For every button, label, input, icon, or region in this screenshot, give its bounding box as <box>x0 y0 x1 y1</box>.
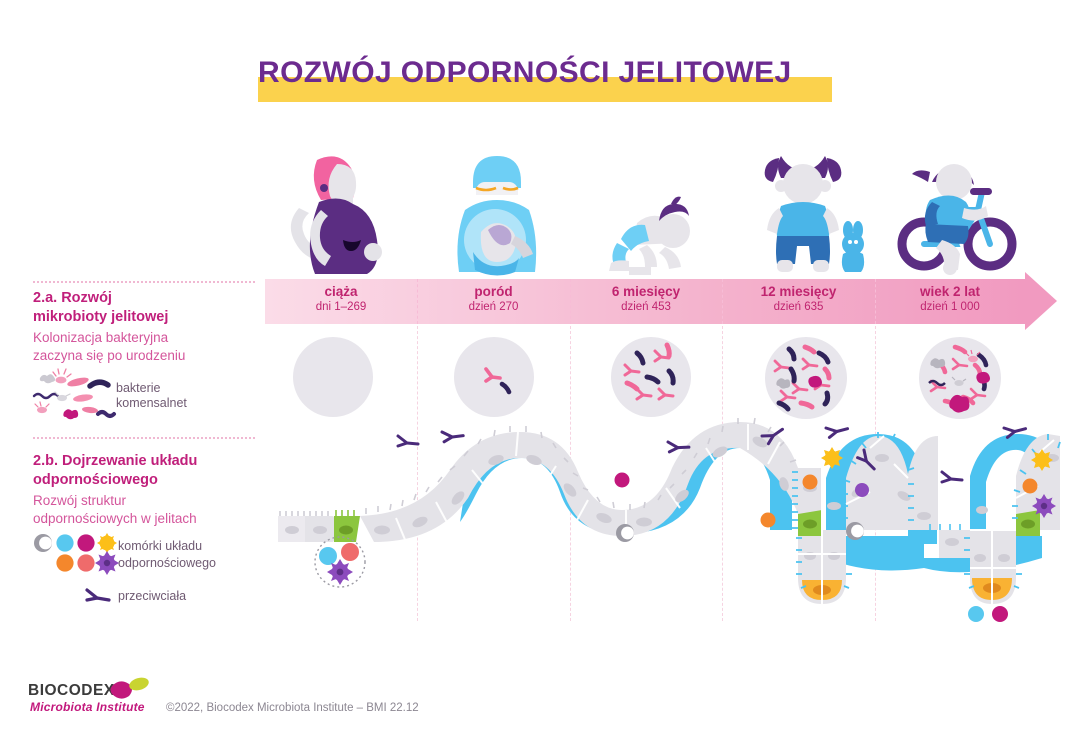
section-2a-subtitle-line1: Kolonizacja bakteryjna <box>33 330 169 345</box>
child-on-bike-icon <box>897 164 1017 275</box>
timeline-arrow-icon <box>1025 272 1057 330</box>
timeline-stage-0-label: ciąża <box>324 284 358 299</box>
biocodex-logo-text: BIOCODEX <box>28 682 115 699</box>
title-highlight-band <box>258 77 832 102</box>
timeline-stage-3-day: dzień 635 <box>773 301 824 313</box>
pregnant-woman-icon <box>290 156 382 274</box>
immune-cell-markers <box>614 447 1056 622</box>
microbiota-circle-4 <box>919 337 1001 419</box>
biocodex-logo-mark <box>110 677 149 699</box>
timeline-stage-3: 12 miesięcy dzień 635 <box>722 279 875 324</box>
section-2a-subtitle-line2: zaczyna się po urodzeniu <box>33 348 186 363</box>
microbiota-circle-0 <box>293 337 373 417</box>
immune-legend-label-line2: odpornościowego <box>118 556 216 570</box>
timeline-stage-4: wiek 2 lat dzień 1 000 <box>875 279 1025 324</box>
column-separator-3 <box>722 326 723 621</box>
timeline-stage-2: 6 miesięcy dzień 453 <box>570 279 722 324</box>
timeline-stage-4-day: dzień 1 000 <box>920 301 980 313</box>
timeline-separator-4 <box>875 279 876 324</box>
gut-epithelium-diagram <box>278 417 1061 622</box>
column-separator-1 <box>417 326 418 621</box>
bacteria-legend-label-line1: bakterie <box>116 381 161 395</box>
immune-legend-label-line1: komórki układu <box>118 539 203 553</box>
section-2a-title-line2: mikrobioty jelitowej <box>33 309 169 325</box>
crawling-baby-icon <box>609 196 690 275</box>
sidebar-divider-top <box>33 281 255 283</box>
copyright-text: ©2022, Biocodex Microbiota Institute – B… <box>166 702 419 714</box>
section-2a-title-line1: 2.a. Rozwój <box>33 290 112 306</box>
section-2b-title-line1: 2.b. Dojrzewanie układu <box>33 453 198 469</box>
timeline-separator-2 <box>570 279 571 324</box>
antibody-icon <box>85 588 111 602</box>
timeline-stage-1-day: dzień 270 <box>468 301 519 313</box>
bacteria-legend-label-line2: komensalnet <box>116 396 187 410</box>
timeline-separator-1 <box>417 279 418 324</box>
timeline-stage-0: ciąża dni 1–269 <box>265 279 417 324</box>
page-title: ROZWÓJ ODPORNOŚCI JELITOWEJ <box>258 56 792 89</box>
timeline-stage-0-day: dni 1–269 <box>315 301 367 313</box>
timeline-stage-1-label: poród <box>474 284 513 299</box>
microbiota-circle-1 <box>454 337 534 417</box>
section-2b-subtitle-line1: Rozwój struktur <box>33 493 127 508</box>
immune-cells-icon <box>34 533 119 575</box>
timeline-stage-1: poród dzień 270 <box>417 279 570 324</box>
timeline-stage-3-label: 12 miesięcy <box>760 284 837 299</box>
timeline-bar <box>265 279 1025 324</box>
section-2b-title-line2: odpornościowego <box>33 472 158 488</box>
doctor-newborn-icon <box>457 156 537 276</box>
timeline-stage-4-label: wiek 2 lat <box>919 284 981 299</box>
timeline-stage-2-day: dzień 453 <box>621 301 671 313</box>
biocodex-logo-subtext: Microbiota Institute <box>30 700 145 714</box>
timeline-separator-3 <box>722 279 723 324</box>
section-2b-subtitle-line2: odpornościowych w jelitach <box>33 511 197 526</box>
microbiota-circle-2 <box>611 337 691 417</box>
immune-cluster-circle <box>314 536 366 588</box>
timeline-stage-2-label: 6 miesięcy <box>611 284 681 299</box>
antibody-marks <box>396 426 1028 484</box>
microbiota-circle-3 <box>765 337 847 419</box>
antibody-legend-label: przeciwciała <box>118 589 187 603</box>
bacteria-icon <box>32 368 116 420</box>
sidebar-divider-middle <box>33 437 255 439</box>
toddler-icon <box>764 156 865 272</box>
